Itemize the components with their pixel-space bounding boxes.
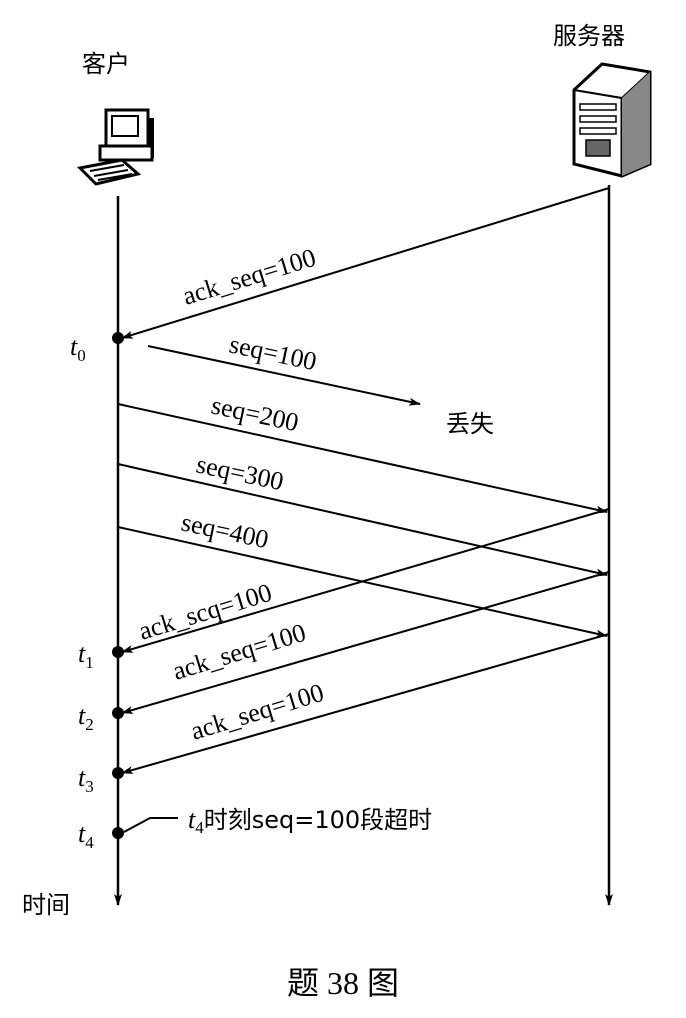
timeout-note: t4时刻seq=100段超时 (188, 805, 432, 837)
event-dot-t1 (112, 646, 124, 658)
desktop-computer-icon (76, 108, 154, 186)
time-marker-t1: t1 (78, 639, 94, 672)
message-arrow-ack-100-dup3 (121, 633, 610, 774)
message-arrow-ack-100-initial (121, 187, 610, 339)
message-label: seq=200 (209, 391, 301, 438)
message-arrow-seq-300 (117, 463, 608, 577)
server-tower-icon (572, 62, 652, 178)
time-marker-t4: t4 (78, 819, 94, 852)
time-marker-t0: t0 (70, 332, 86, 365)
event-dot-t2 (112, 707, 124, 719)
event-dot-t0 (112, 332, 124, 344)
time-axis-label: 时间 (22, 891, 70, 919)
figure-caption: 题 38 图 (287, 965, 399, 1001)
client-label: 客户 (82, 50, 130, 78)
timeout-leader-line (123, 817, 178, 833)
message-arrow-seq-200 (117, 403, 608, 514)
message-label: seq=100 (227, 330, 319, 377)
time-marker-t3: t3 (78, 763, 94, 796)
message-label: seq=300 (194, 450, 286, 497)
event-dot-t3 (112, 767, 124, 779)
lost-label: 丢失 (446, 410, 494, 438)
message-arrow-seq-100-lost (147, 345, 421, 406)
message-arrow-ack-100-dup2 (121, 571, 610, 714)
event-dot-t4 (112, 827, 124, 839)
message-arrow-ack-100-dup1 (121, 508, 610, 653)
time-marker-t2: t2 (78, 701, 94, 734)
message-label: ack_seq=100 (179, 243, 319, 311)
server-label: 服务器 (553, 22, 625, 50)
message-label: seq=400 (179, 508, 271, 555)
